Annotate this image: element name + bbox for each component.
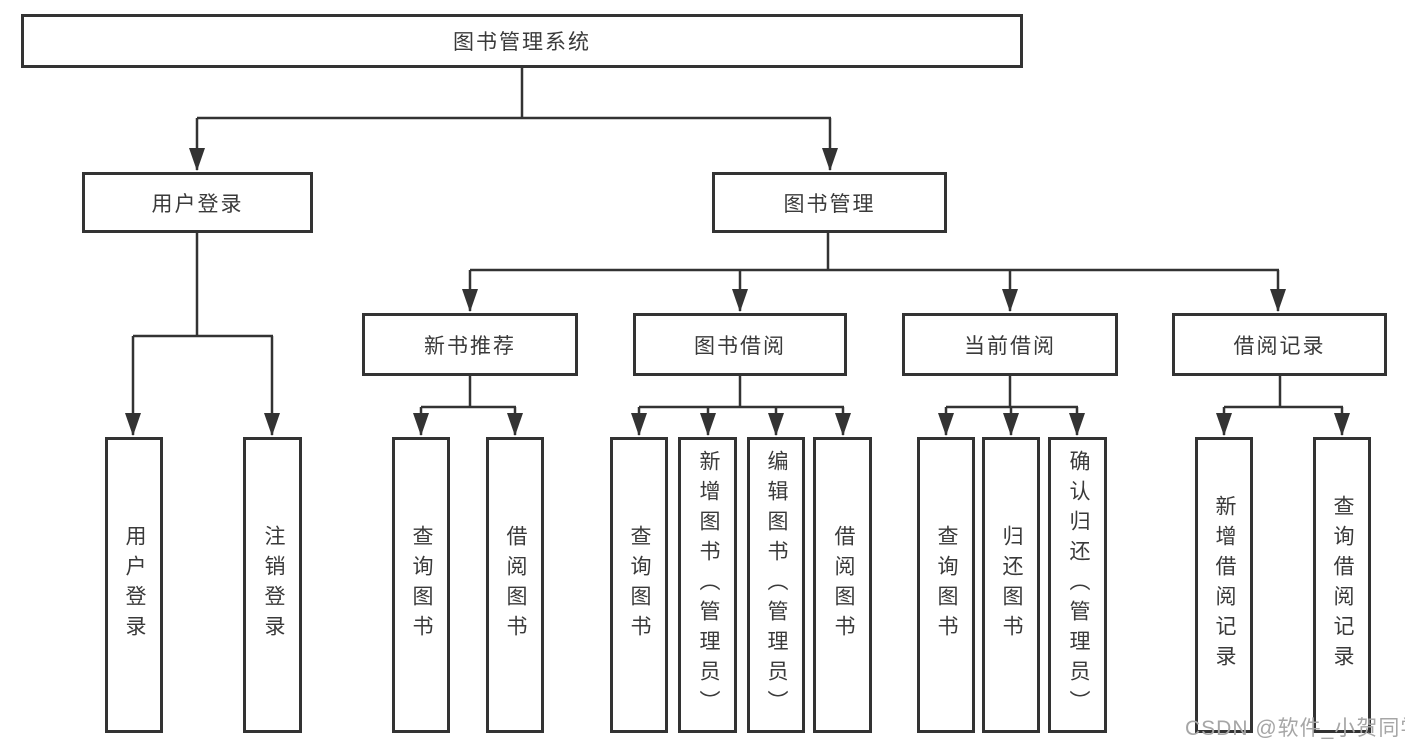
leaf-confirm-return-admin: 确认归还（管理员） [1048,437,1107,733]
node-book-borrowing: 图书借阅 [633,313,847,376]
node-user-login: 用户登录 [82,172,313,233]
leaf-add-borrow-record: 新增借阅记录 [1195,437,1253,733]
leaf-logout-login: 注销登录 [243,437,302,733]
leaf-query-books-recommend: 查询图书 [392,437,450,733]
node-book-management: 图书管理 [712,172,947,233]
leaf-edit-books-admin: 编辑图书（管理员） [747,437,805,733]
leaf-return-books: 归还图书 [982,437,1040,733]
node-borrowing-records: 借阅记录 [1172,313,1387,376]
leaf-borrow-books-borrowing: 借阅图书 [813,437,872,733]
node-root: 图书管理系统 [21,14,1023,68]
leaf-add-books-admin: 新增图书（管理员） [678,437,737,733]
leaf-query-borrow-record: 查询借阅记录 [1313,437,1371,733]
watermark: CSDN @软件_小贺同学 [1185,717,1405,740]
node-new-book-recommendation: 新书推荐 [362,313,578,376]
leaf-borrow-books-recommend: 借阅图书 [486,437,544,733]
leaf-query-books-borrowing: 查询图书 [610,437,668,733]
leaf-user-login: 用户登录 [105,437,163,733]
node-current-borrowing: 当前借阅 [902,313,1118,376]
leaf-query-books-current: 查询图书 [917,437,975,733]
